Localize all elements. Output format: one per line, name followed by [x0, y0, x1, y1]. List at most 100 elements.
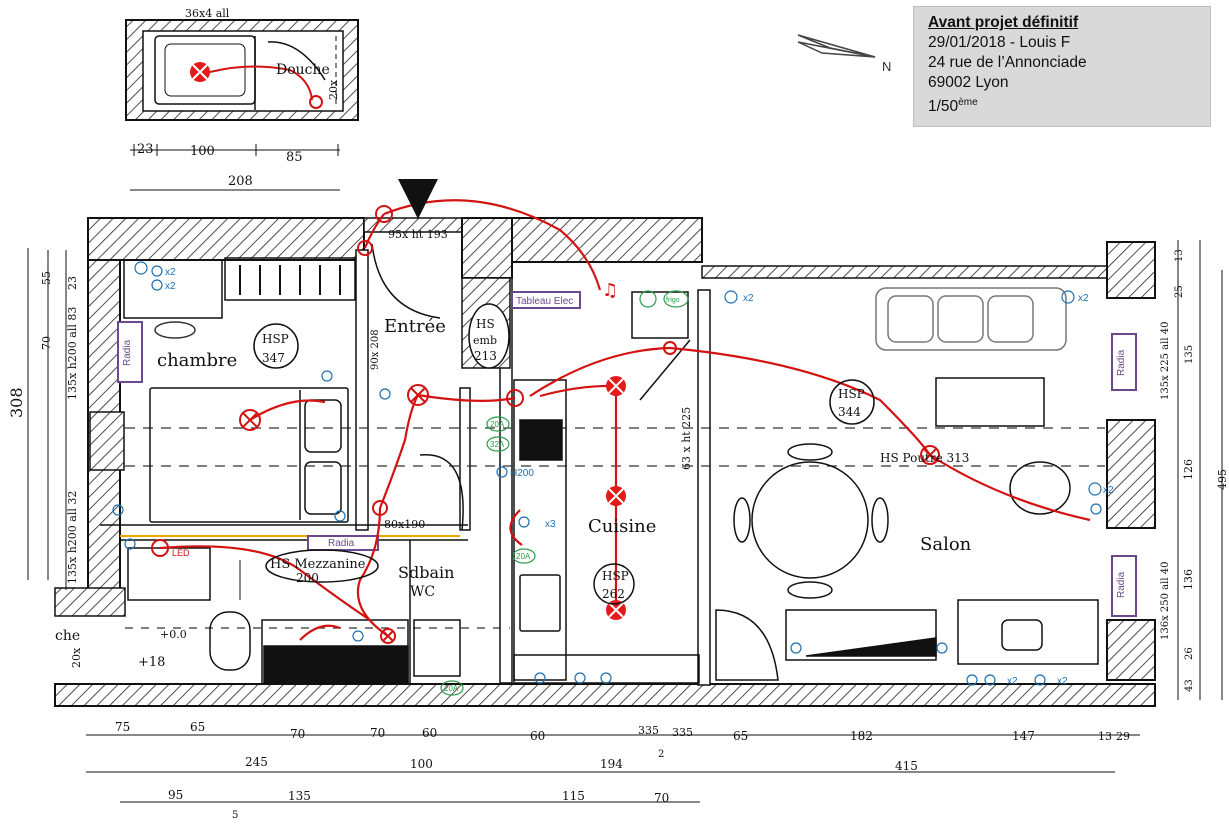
detail-top-label: 36x4 all [185, 7, 230, 20]
svg-text:100: 100 [410, 757, 433, 771]
svg-text:213: 213 [474, 349, 497, 363]
circuit-breakers [440, 290, 689, 696]
left-total-dim: 308 [7, 387, 26, 418]
svg-text:13: 13 [1098, 730, 1112, 743]
sockets [112, 261, 1102, 686]
detail-dim-2: 100 [190, 144, 215, 159]
socket-icon [124, 538, 136, 550]
socket-icon [309, 95, 323, 109]
socket-icon [352, 630, 364, 642]
socket-icon [1090, 503, 1102, 515]
right-dimensions: 13 25 135x 225 all 40 135 126 136x 250 a… [1160, 240, 1229, 700]
svg-text:Radia: Radia [328, 538, 355, 549]
svg-text:70: 70 [370, 726, 385, 740]
svg-text:135: 135 [288, 789, 311, 803]
switch-icon [506, 389, 524, 407]
svg-text:25: 25 [1174, 285, 1185, 298]
address: 24 rue de l’Annonciade [928, 54, 1087, 71]
socket-icon [134, 261, 148, 275]
socket-icon [600, 672, 612, 684]
svg-text:347: 347 [262, 351, 285, 365]
svg-text:344: 344 [838, 405, 861, 419]
hs-poutre: HS Poutre 313 [880, 451, 969, 465]
spot-light-icon [190, 62, 210, 82]
socket-labels: x2 x2 x2 x2 x2 x2 x2 x3 H200 [165, 267, 1114, 687]
socket-icon [151, 279, 163, 291]
socket-icon [984, 674, 996, 686]
light-fixtures: ♫ [151, 205, 940, 644]
detail-dim-1: 23 [137, 142, 154, 157]
bathroom-detail: 36x4 all Douche 20x 23 100 85 208 [125, 7, 359, 191]
mezzanine-label: HS Mezzanine [270, 557, 366, 572]
svg-text:135x h200 all 83: 135x h200 all 83 [66, 307, 79, 400]
svg-text:x2: x2 [1057, 676, 1068, 687]
svg-text:HSP: HSP [838, 387, 865, 401]
svg-text:x2: x2 [165, 281, 176, 292]
breaker-32a: 32A [490, 440, 505, 449]
ceiling-light-icon [606, 600, 626, 620]
bell-icon: ♫ [602, 280, 618, 301]
door-chambre-dim: 90x 208 [370, 329, 381, 370]
svg-text:emb: emb [473, 334, 497, 347]
socket-icon [790, 642, 802, 654]
breaker-20a: 20A [490, 420, 505, 429]
svg-text:HSP: HSP [602, 569, 629, 583]
svg-text:Radia: Radia [1116, 571, 1127, 598]
tableau-label: Tableau Elec [516, 296, 573, 307]
furniture [123, 243, 1099, 685]
shower-small-label: che [55, 628, 80, 644]
svg-text:335: 335 [638, 724, 659, 737]
svg-text:60: 60 [530, 729, 545, 743]
frigo-label: frigo [666, 297, 680, 304]
svg-text:60: 60 [422, 726, 437, 740]
detail-dim-3: 85 [286, 150, 303, 165]
electric-panel [511, 291, 581, 309]
bottom-dimensions: 75 65 70 70 60 60 335 335 65 182 147 13 … [86, 720, 1140, 821]
ceiling-light-icon [239, 409, 261, 431]
window-cuisine-dim: 63 x ht 225 [680, 407, 693, 470]
socket-icon [321, 370, 333, 382]
right-total-dim: 495 [1216, 469, 1229, 490]
north-arrow-icon: N [797, 34, 891, 74]
svg-text:182: 182 [850, 729, 873, 743]
project-heading: Avant projet définitif [928, 14, 1079, 31]
svg-text:194: 194 [600, 757, 623, 771]
svg-text:H200: H200 [510, 468, 534, 479]
socket-icon [966, 674, 978, 686]
svg-text:x2: x2 [165, 267, 176, 278]
svg-text:x2: x2 [1103, 485, 1114, 496]
room-salon: Salon [920, 534, 972, 555]
svg-text:Radia: Radia [122, 339, 133, 366]
svg-text:262: 262 [602, 587, 625, 601]
svg-text:415: 415 [895, 759, 918, 773]
walls [54, 217, 1156, 707]
ceiling-light-icon [380, 628, 396, 644]
svg-text:70: 70 [654, 791, 669, 805]
socket-icon [112, 504, 124, 516]
room-entree: Entrée [384, 316, 446, 337]
svg-text:23: 23 [66, 276, 79, 290]
svg-text:Radia: Radia [1116, 349, 1127, 376]
socket-icon [151, 265, 163, 277]
socket-icon [936, 642, 948, 654]
svg-text:136: 136 [1182, 569, 1195, 590]
svg-text:x2: x2 [743, 293, 754, 304]
svg-text:95: 95 [168, 788, 183, 802]
radiator-salon-bottom [1111, 555, 1137, 617]
plant-icon [154, 321, 196, 339]
svg-text:26: 26 [1184, 647, 1195, 660]
svg-text:245: 245 [245, 755, 268, 769]
ceiling-light-icon [407, 384, 429, 406]
svg-text:HSP: HSP [262, 332, 289, 346]
svg-text:55: 55 [40, 271, 53, 285]
svg-text:70: 70 [40, 336, 53, 350]
socket-icon [724, 290, 738, 304]
socket-icon [379, 388, 391, 400]
switch-icon [375, 205, 393, 223]
radiator-chambre [117, 321, 143, 383]
svg-text:70: 70 [290, 727, 305, 741]
socket-icon [334, 510, 346, 522]
breaker-20a-sdb: 20A [444, 684, 459, 693]
date-author: 29/01/2018 - Louis F [928, 34, 1071, 51]
svg-text:65: 65 [733, 729, 748, 743]
